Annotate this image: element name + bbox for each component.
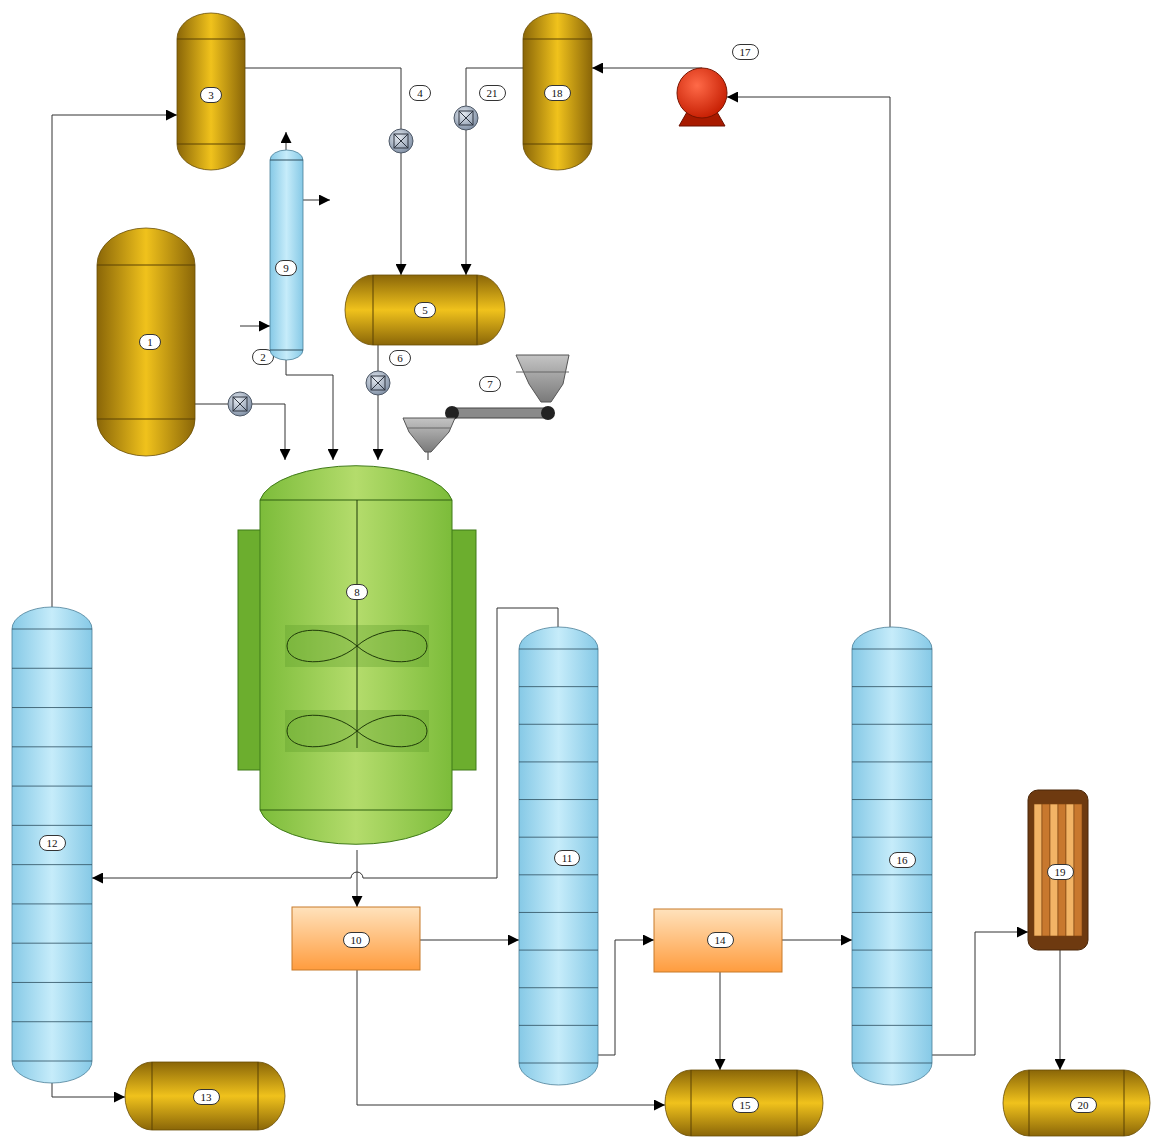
equipment-drawing xyxy=(270,150,303,360)
equipment-outline xyxy=(665,1070,823,1136)
process-line xyxy=(466,130,467,275)
equipment-outline xyxy=(454,106,478,130)
separator-unit: 14 xyxy=(654,909,782,972)
process-line xyxy=(727,97,890,627)
storage-tank: 18 xyxy=(523,13,592,170)
equipment-drawing xyxy=(366,371,390,395)
distillation-column: 11 xyxy=(519,627,598,1085)
process-line xyxy=(195,404,228,405)
equipment-drawing xyxy=(389,129,413,153)
equipment-drawing xyxy=(454,106,478,130)
valve-symbol: 4 xyxy=(389,129,413,153)
process-line xyxy=(466,68,523,106)
equipment-drawing xyxy=(228,392,252,416)
condenser-column: 9 xyxy=(270,150,303,360)
callout-number: 11 xyxy=(554,850,581,866)
vent-arrow xyxy=(286,132,287,150)
connector-group xyxy=(52,68,1060,1105)
equipment-outline xyxy=(677,68,727,126)
equipment-outline xyxy=(403,355,569,452)
equipment-outline xyxy=(1003,1070,1150,1136)
equipment-outline xyxy=(97,228,195,456)
equipment-outline xyxy=(523,13,592,170)
equipment-drawing xyxy=(403,352,569,452)
product-tank: 13 xyxy=(125,1062,285,1130)
callout-number: 9 xyxy=(275,260,297,276)
process-line xyxy=(357,970,665,1105)
callout-number: 6 xyxy=(389,350,411,366)
callout-number: 19 xyxy=(1047,864,1074,880)
callout-number: 10 xyxy=(343,932,370,948)
callout-number: 20 xyxy=(1070,1097,1097,1113)
callout-number: 3 xyxy=(200,87,222,103)
process-line xyxy=(401,153,402,275)
equipment-outline xyxy=(238,466,476,845)
callout-number: 17 xyxy=(732,44,759,60)
callout-number: 14 xyxy=(707,932,734,948)
process-line xyxy=(598,940,654,1055)
equipment-outline xyxy=(519,627,598,1085)
process-line xyxy=(245,68,401,129)
callout-number: 21 xyxy=(479,85,506,101)
process-line xyxy=(378,345,379,371)
product-tank: 20 xyxy=(1003,1070,1150,1136)
callout-number: 15 xyxy=(732,1097,759,1113)
distillation-column: 16 xyxy=(852,627,932,1085)
equipment-outline xyxy=(125,1062,285,1130)
process-line xyxy=(1060,950,1061,1070)
process-line xyxy=(782,940,852,941)
process-line xyxy=(378,395,379,460)
storage-tank: 3 xyxy=(177,13,245,170)
process-line xyxy=(932,932,1028,1055)
callout-number: 5 xyxy=(414,302,436,318)
equipment-outline xyxy=(389,129,413,153)
feed-arrow xyxy=(240,326,270,327)
equipment-outline xyxy=(1028,790,1088,950)
valve-symbol: 21 xyxy=(454,106,478,130)
process-line xyxy=(428,452,429,460)
separator-unit: 10 xyxy=(292,907,420,970)
equipment-drawing xyxy=(238,460,476,850)
process-line xyxy=(420,940,519,941)
equipment-outline xyxy=(292,907,420,970)
process-line xyxy=(357,850,358,907)
stirred-reactor: 8 xyxy=(238,460,476,850)
callout-number: 7 xyxy=(479,376,501,392)
callout-number: 13 xyxy=(193,1089,220,1105)
equipment-outline xyxy=(12,607,92,1083)
mixing-tank: 5 xyxy=(345,275,505,345)
process-line xyxy=(720,972,721,1070)
process-line xyxy=(286,360,333,460)
pump-symbol: 17 xyxy=(677,68,727,126)
equipment-outline xyxy=(654,909,782,972)
callout-number: 4 xyxy=(409,85,431,101)
equipment-drawing xyxy=(677,68,727,126)
process-line xyxy=(52,1083,125,1097)
distillation-column: 12 xyxy=(12,607,92,1083)
process-line xyxy=(592,68,702,69)
product-tank: 15 xyxy=(665,1070,823,1136)
callout-number: 1 xyxy=(139,334,161,350)
valve-symbol: 6 xyxy=(366,371,390,395)
equipment-outline xyxy=(852,627,932,1085)
process-line xyxy=(252,404,285,460)
equipment-outline xyxy=(177,13,245,170)
equipment-outline xyxy=(270,150,303,360)
equipment-outline xyxy=(366,371,390,395)
valve-symbol: 2 xyxy=(228,392,252,416)
conveyor-feeder: 7 xyxy=(403,352,569,452)
equipment-outline xyxy=(345,275,505,345)
callout-number: 16 xyxy=(889,852,916,868)
callout-number: 8 xyxy=(346,584,368,600)
callout-number: 12 xyxy=(39,835,66,851)
heat-exchanger: 19 xyxy=(1028,790,1088,950)
equipment-outline xyxy=(228,392,252,416)
callout-number: 18 xyxy=(544,85,571,101)
storage-tank: 1 xyxy=(97,228,195,456)
outlet-arrow xyxy=(303,200,330,201)
